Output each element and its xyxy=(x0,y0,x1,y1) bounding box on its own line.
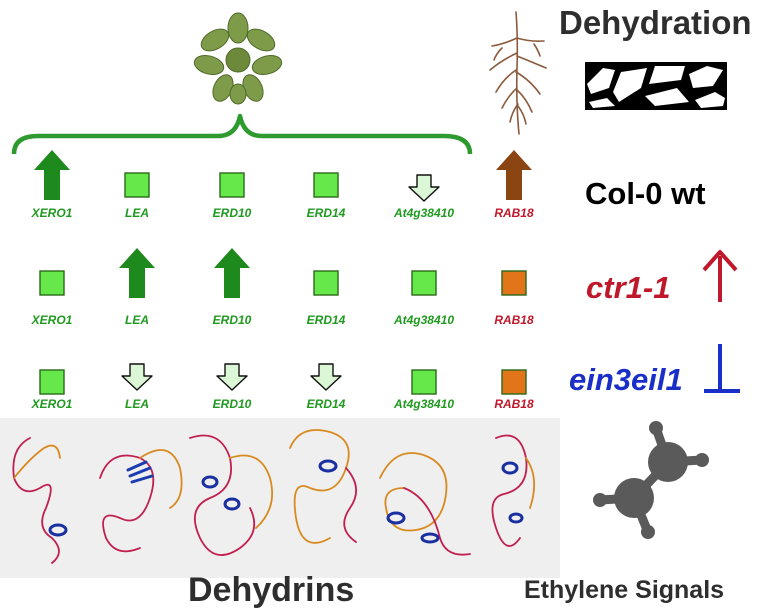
square-indicator xyxy=(39,369,65,400)
down-arrow-icon xyxy=(408,174,440,207)
rosette-plant-icon xyxy=(193,12,283,105)
ethylene-molecule-icon xyxy=(593,421,709,539)
square-indicator xyxy=(219,172,245,203)
square-indicator xyxy=(124,172,150,203)
row-label-col0: Col-0 wt xyxy=(585,176,706,211)
inhibition-bar-icon xyxy=(704,344,740,393)
root-system-icon xyxy=(489,11,547,135)
up-arrow-icon xyxy=(214,248,250,303)
gene-label: ERD10 xyxy=(212,206,252,220)
row-label-ein3eil1: ein3eil1 xyxy=(569,362,683,397)
square-indicator xyxy=(39,270,65,301)
row-label-ctr1: ctr1-1 xyxy=(586,270,671,305)
ethylene-signals-label: Ethylene Signals xyxy=(524,576,725,604)
up-arrow-icon xyxy=(34,150,70,205)
gene-label: ERD14 xyxy=(306,313,346,327)
gene-label: ERD10 xyxy=(212,313,252,327)
up-arrow-icon xyxy=(496,150,532,205)
square-indicator xyxy=(411,369,437,400)
gene-label: LEA xyxy=(125,206,149,220)
gene-label: At4g38410 xyxy=(393,397,455,411)
gene-label: ERD14 xyxy=(306,206,346,220)
dehydrin-structures-image xyxy=(0,418,560,578)
gene-label: RAB18 xyxy=(494,313,534,327)
dehydrins-label: Dehydrins xyxy=(188,571,355,609)
gene-label: At4g38410 xyxy=(393,313,455,327)
down-arrow-icon xyxy=(310,363,342,396)
gene-label: ERD14 xyxy=(306,397,346,411)
gene-label: XERO1 xyxy=(31,206,73,220)
square-indicator xyxy=(313,172,339,203)
square-indicator xyxy=(411,270,437,301)
gene-label: RAB18 xyxy=(494,397,534,411)
dehydration-title: Dehydration xyxy=(559,4,752,41)
gene-label: XERO1 xyxy=(31,313,73,327)
down-arrow-icon xyxy=(216,363,248,396)
up-arrow-icon xyxy=(119,248,155,303)
plant-gene-brace xyxy=(11,113,473,155)
gene-label: XERO1 xyxy=(31,397,73,411)
down-arrow-icon xyxy=(121,363,153,396)
square-indicator xyxy=(501,369,527,400)
cracked-soil-icon xyxy=(585,62,727,110)
gene-label: LEA xyxy=(125,313,149,327)
square-indicator xyxy=(501,270,527,301)
gene-label: LEA xyxy=(125,397,149,411)
gene-label: ERD10 xyxy=(212,397,252,411)
gene-label: At4g38410 xyxy=(393,206,455,220)
up-arrow-icon xyxy=(702,250,738,302)
gene-label: RAB18 xyxy=(494,206,534,220)
square-indicator xyxy=(313,270,339,301)
